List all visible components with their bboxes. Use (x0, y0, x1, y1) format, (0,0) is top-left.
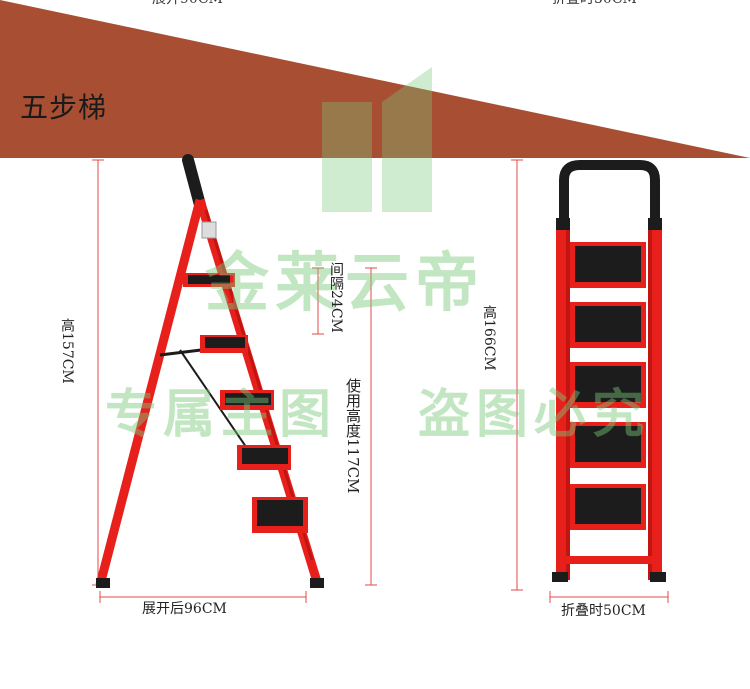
use-height-label: 使用高度117CM (344, 378, 362, 494)
side-height-label: 高157CM (59, 318, 75, 384)
front-height-line (511, 159, 523, 591)
front-view-ladder (552, 160, 666, 582)
step-gap-label: 间隔24CM (328, 262, 344, 333)
banner-shape (0, 0, 750, 158)
front-height-label: 高166CM (481, 305, 497, 371)
page-title: 五步梯 (20, 91, 108, 124)
cut-off-label-left: 展开90CM (152, 0, 223, 8)
title-banner (0, 0, 750, 158)
side-view-ladder (95, 154, 324, 588)
side-height-line (92, 159, 104, 586)
front-width-line (549, 591, 669, 603)
watermark-logo-icon (322, 67, 432, 212)
use-height-line (365, 267, 377, 586)
side-width-label: 展开后96CM (142, 601, 227, 617)
cut-off-label-right: 折叠时50CM (552, 0, 637, 8)
side-width-line (99, 591, 307, 603)
step-gap-line (312, 267, 324, 335)
front-width-label: 折叠时50CM (561, 603, 646, 619)
